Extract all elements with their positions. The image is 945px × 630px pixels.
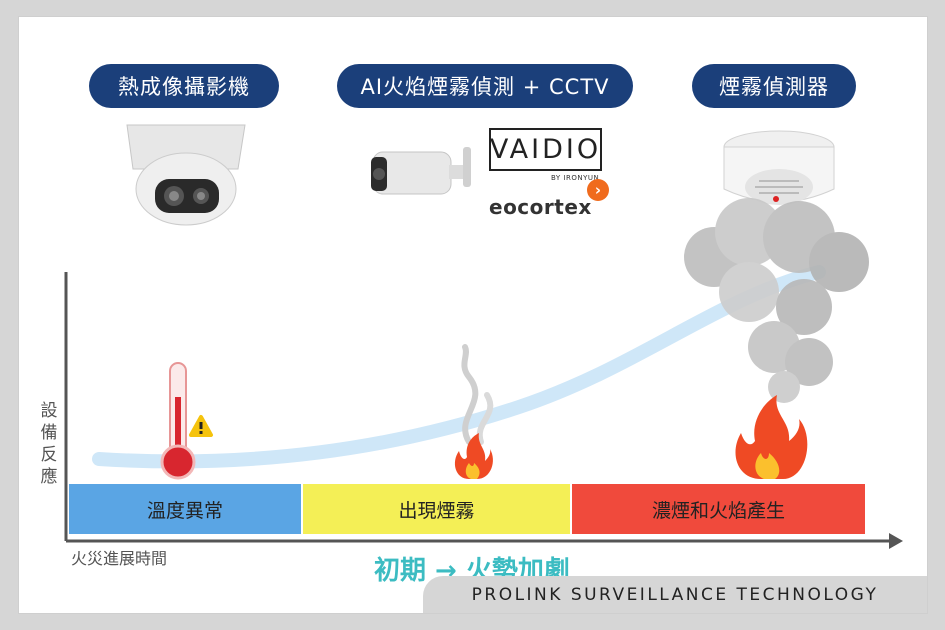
vaidio-byline: BY IRONYUN — [551, 174, 600, 182]
y-axis-label: 設備反應 — [40, 401, 58, 487]
diagram-card: 熱成像攝影機 AI火焰煙霧偵測 + CCTV 煙霧偵測器 VAIDIO BY I… — [18, 16, 928, 614]
bullet-camera-icon — [371, 147, 471, 195]
footer-brand: PROLINK SURVEILLANCE TECHNOLOGY — [423, 576, 927, 613]
device-label-ai: AI火焰煙霧偵測 + CCTV — [337, 64, 633, 108]
stage-fire: 濃煙和火焰產生 — [572, 484, 865, 534]
smoke-icon — [684, 198, 869, 403]
smoke-detector-icon — [723, 130, 835, 205]
eocortex-logo: eocortex — [489, 195, 592, 219]
vaidio-logo: VAIDIO — [489, 128, 602, 171]
x-axis-arrow — [889, 533, 903, 549]
response-curve — [92, 265, 826, 469]
fire-icon-small — [454, 433, 493, 479]
eocortex-badge-icon: › — [587, 179, 609, 201]
stage-temperature: 溫度異常 — [69, 484, 301, 534]
thermal-camera-icon — [126, 124, 246, 226]
device-label-thermal: 熱成像攝影機 — [89, 64, 279, 108]
diagram-art — [64, 124, 903, 549]
fire-icon-large — [735, 395, 808, 479]
stage-smoke: 出現煙霧 — [303, 484, 570, 534]
warning-icon — [189, 415, 213, 437]
smoke-wisp-icon — [461, 344, 494, 445]
thermometer-icon — [160, 362, 196, 480]
x-axis-label: 火災進展時間 — [71, 549, 168, 568]
device-label-smoke: 煙霧偵測器 — [692, 64, 856, 108]
